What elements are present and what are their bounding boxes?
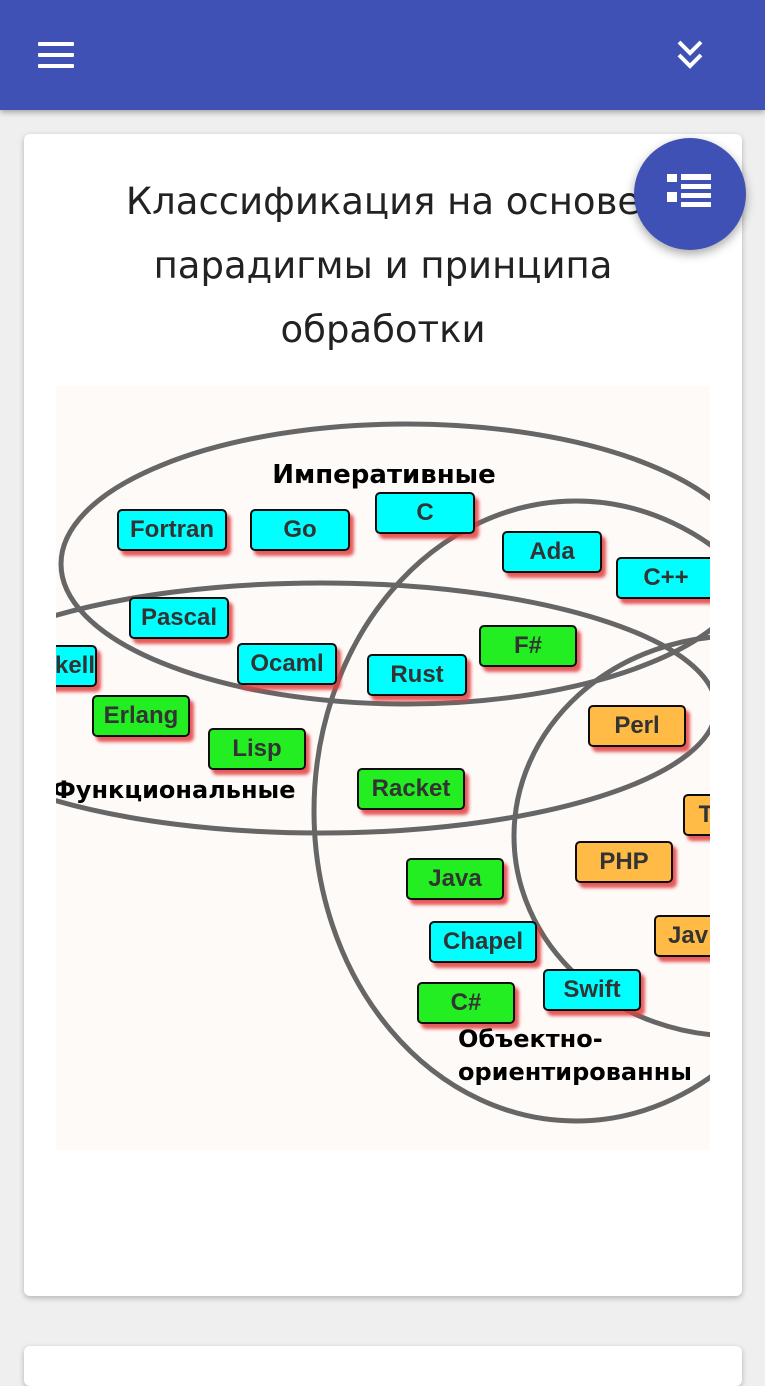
lang-box-t: T [683, 794, 710, 836]
lang-label-perl: Perl [614, 712, 659, 739]
menu-button[interactable] [34, 38, 78, 72]
lang-box-swift: Swift [543, 969, 641, 1011]
scripting-set-ellipse [511, 634, 710, 1038]
expand-button[interactable] [664, 34, 716, 78]
hamburger-menu-icon [38, 42, 74, 46]
table-of-contents-fab[interactable] [634, 138, 746, 250]
lang-box-cpp: C++ [616, 557, 710, 599]
hamburger-menu-icon-bar [38, 64, 74, 68]
lang-label-chapel: Chapel [443, 928, 523, 955]
hamburger-menu-icon-bar [38, 53, 74, 57]
lang-box-fsharp: F# [479, 625, 577, 667]
lang-label-erlang: Erlang [104, 702, 179, 729]
lang-box-pascal: Pascal [129, 597, 229, 639]
lang-label-racket: Racket [372, 775, 451, 802]
lang-box-racket: Racket [357, 768, 465, 810]
lang-label-lisp: Lisp [232, 735, 281, 762]
lang-box-chapel: Chapel [429, 921, 537, 963]
content-card: Классификация на основе парадигмы и прин… [24, 134, 742, 1296]
lang-box-php: PHP [575, 841, 673, 883]
double-chevron-down-icon [677, 40, 703, 69]
lang-box-go: Go [250, 509, 350, 551]
paradigm-venn-diagram: Fortran Go C Ada C++ Pascal kell Ocaml [56, 386, 710, 1150]
lang-label-ada: Ada [529, 538, 575, 565]
next-card [24, 1346, 742, 1386]
lang-label-fortran: Fortran [130, 516, 214, 543]
lang-label-cpp: C++ [643, 564, 688, 591]
set-label-oop-line2: ориентированны [458, 1058, 692, 1086]
lang-box-jav: Jav [654, 915, 710, 957]
lang-box-c: C [375, 492, 475, 534]
lang-label-fsharp: F# [514, 632, 542, 659]
set-label-imperative: Императивные [272, 460, 496, 490]
card-title: Классификация на основе парадигмы и прин… [125, 180, 641, 351]
oop-set-ellipse [311, 498, 710, 1124]
lang-label-c: C [416, 499, 433, 526]
lang-box-rust: Rust [367, 654, 467, 696]
lang-label-ocaml: Ocaml [250, 650, 323, 677]
lang-label-php: PHP [599, 848, 648, 875]
lang-box-csharp: C# [417, 982, 515, 1024]
set-label-oop-line1: Объектно- [458, 1025, 603, 1053]
lang-label-csharp: C# [451, 989, 482, 1016]
lang-box-ada: Ada [502, 531, 602, 573]
lang-label-jav: Jav [668, 922, 709, 949]
lang-box-fortran: Fortran [117, 509, 227, 551]
lang-box-erlang: Erlang [92, 695, 190, 737]
lang-label-go: Go [283, 516, 316, 543]
lang-label-java: Java [428, 865, 482, 892]
lang-box-haskell: kell [56, 645, 97, 687]
imperative-set-ellipse [58, 421, 710, 707]
app-bar [0, 0, 765, 110]
lang-box-ocaml: Ocaml [237, 643, 337, 685]
set-label-functional: Функциональные [56, 776, 296, 804]
lang-label-t: T [699, 801, 710, 828]
functional-set-ellipse [56, 580, 710, 836]
lang-label-pascal: Pascal [141, 604, 217, 631]
lang-box-lisp: Lisp [208, 728, 306, 770]
lang-label-swift: Swift [563, 976, 620, 1003]
lang-box-java: Java [406, 858, 504, 900]
lang-label-haskell: kell [56, 652, 95, 679]
lang-label-rust: Rust [390, 661, 443, 688]
list-toc-icon [667, 174, 711, 207]
lang-box-perl: Perl [588, 705, 686, 747]
